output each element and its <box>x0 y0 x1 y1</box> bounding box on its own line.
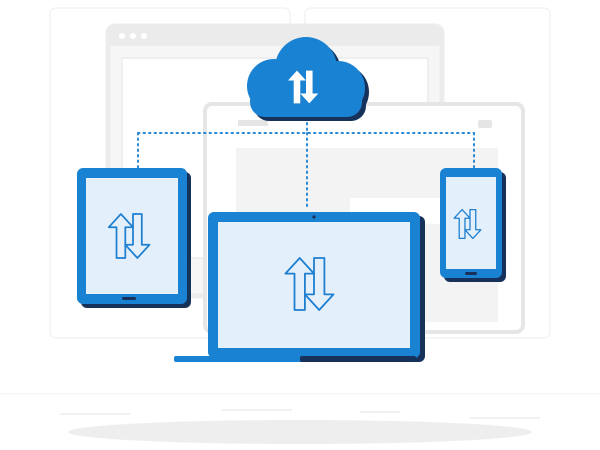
laptop-base <box>174 356 416 362</box>
sync-arrows-icon <box>453 208 482 240</box>
window-dot-icon <box>119 33 125 39</box>
floor-shadow <box>68 420 532 444</box>
ground <box>0 393 600 444</box>
window-dot-icon <box>130 33 136 39</box>
tablet <box>77 168 191 308</box>
phone <box>440 168 506 282</box>
cloud <box>247 37 369 121</box>
cloud-body <box>247 37 365 117</box>
sync-arrows-icon <box>107 213 151 259</box>
window-dot-icon <box>141 33 147 39</box>
laptop <box>174 212 425 362</box>
sync-arrows-icon <box>287 70 319 104</box>
sync-arrows-icon <box>284 257 335 311</box>
connector-lines <box>137 111 475 207</box>
